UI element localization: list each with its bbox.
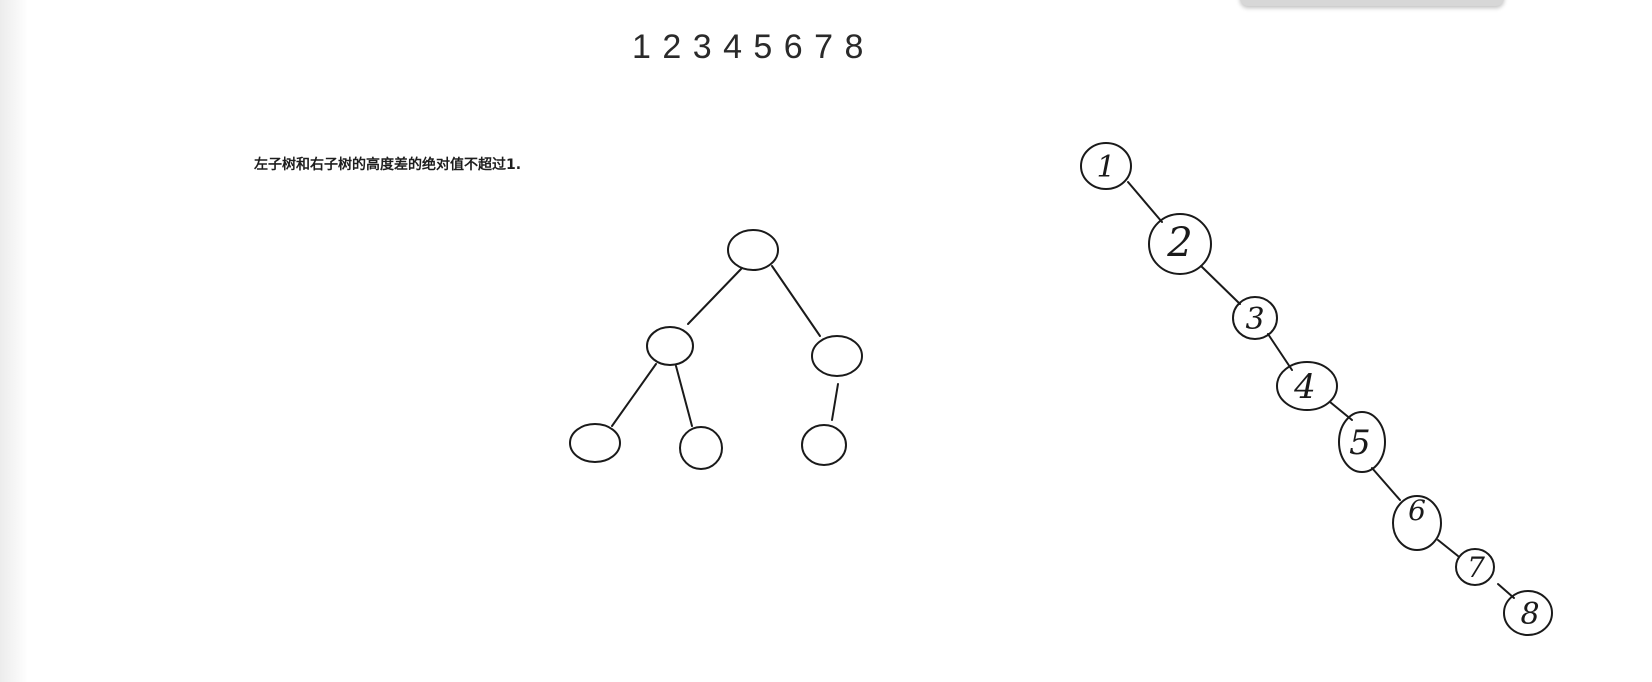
chain-node-6: 6 — [1392, 494, 1442, 551]
tree-node-right — [811, 335, 863, 377]
tree-node-root — [727, 229, 779, 271]
chain-edge — [1371, 467, 1401, 501]
tree-edge — [687, 267, 743, 325]
window-edge — [0, 0, 28, 682]
skewed-tree: 1 2 3 4 5 6 7 8 — [1080, 142, 1553, 636]
chain-node-5: 5 — [1338, 411, 1386, 473]
chain-node-2: 2 — [1148, 213, 1212, 275]
chain-node-8: 8 — [1503, 590, 1553, 636]
balanced-tree — [569, 229, 863, 470]
tree-edge — [611, 363, 657, 427]
sequence-label: 1 2 3 4 5 6 7 8 — [632, 28, 865, 66]
tree-node-left-right — [679, 426, 723, 470]
popup-tab[interactable] — [1240, 0, 1504, 6]
chain-edge — [1437, 539, 1459, 557]
chain-node-label: 2 — [1166, 220, 1192, 266]
chain-node-label: 3 — [1245, 302, 1264, 337]
tree-edge — [831, 383, 839, 421]
chain-node-7: 7 — [1455, 548, 1495, 586]
tree-node-left — [646, 326, 694, 366]
chain-node-label: 5 — [1349, 423, 1371, 463]
chain-edge — [1497, 583, 1515, 599]
chain-node-1: 1 — [1080, 142, 1132, 190]
chain-node-4: 4 — [1276, 361, 1338, 411]
chain-edge — [1127, 181, 1163, 223]
tree-edge — [675, 365, 693, 427]
tree-node-right-left — [801, 424, 847, 466]
tree-node-left-left — [569, 423, 621, 463]
chain-node-label: 8 — [1520, 597, 1539, 632]
tree-edge — [771, 265, 821, 337]
chain-edge — [1200, 265, 1241, 305]
chain-node-label: 7 — [1467, 551, 1485, 584]
chain-node-label: 4 — [1293, 367, 1316, 407]
chain-edge — [1267, 333, 1293, 371]
chain-node-label: 6 — [1408, 494, 1426, 527]
chain-node-label: 1 — [1096, 150, 1115, 185]
balance-definition-text: 左子树和右子树的高度差的绝对值不超过1. — [254, 157, 522, 173]
chain-node-3: 3 — [1232, 296, 1278, 340]
